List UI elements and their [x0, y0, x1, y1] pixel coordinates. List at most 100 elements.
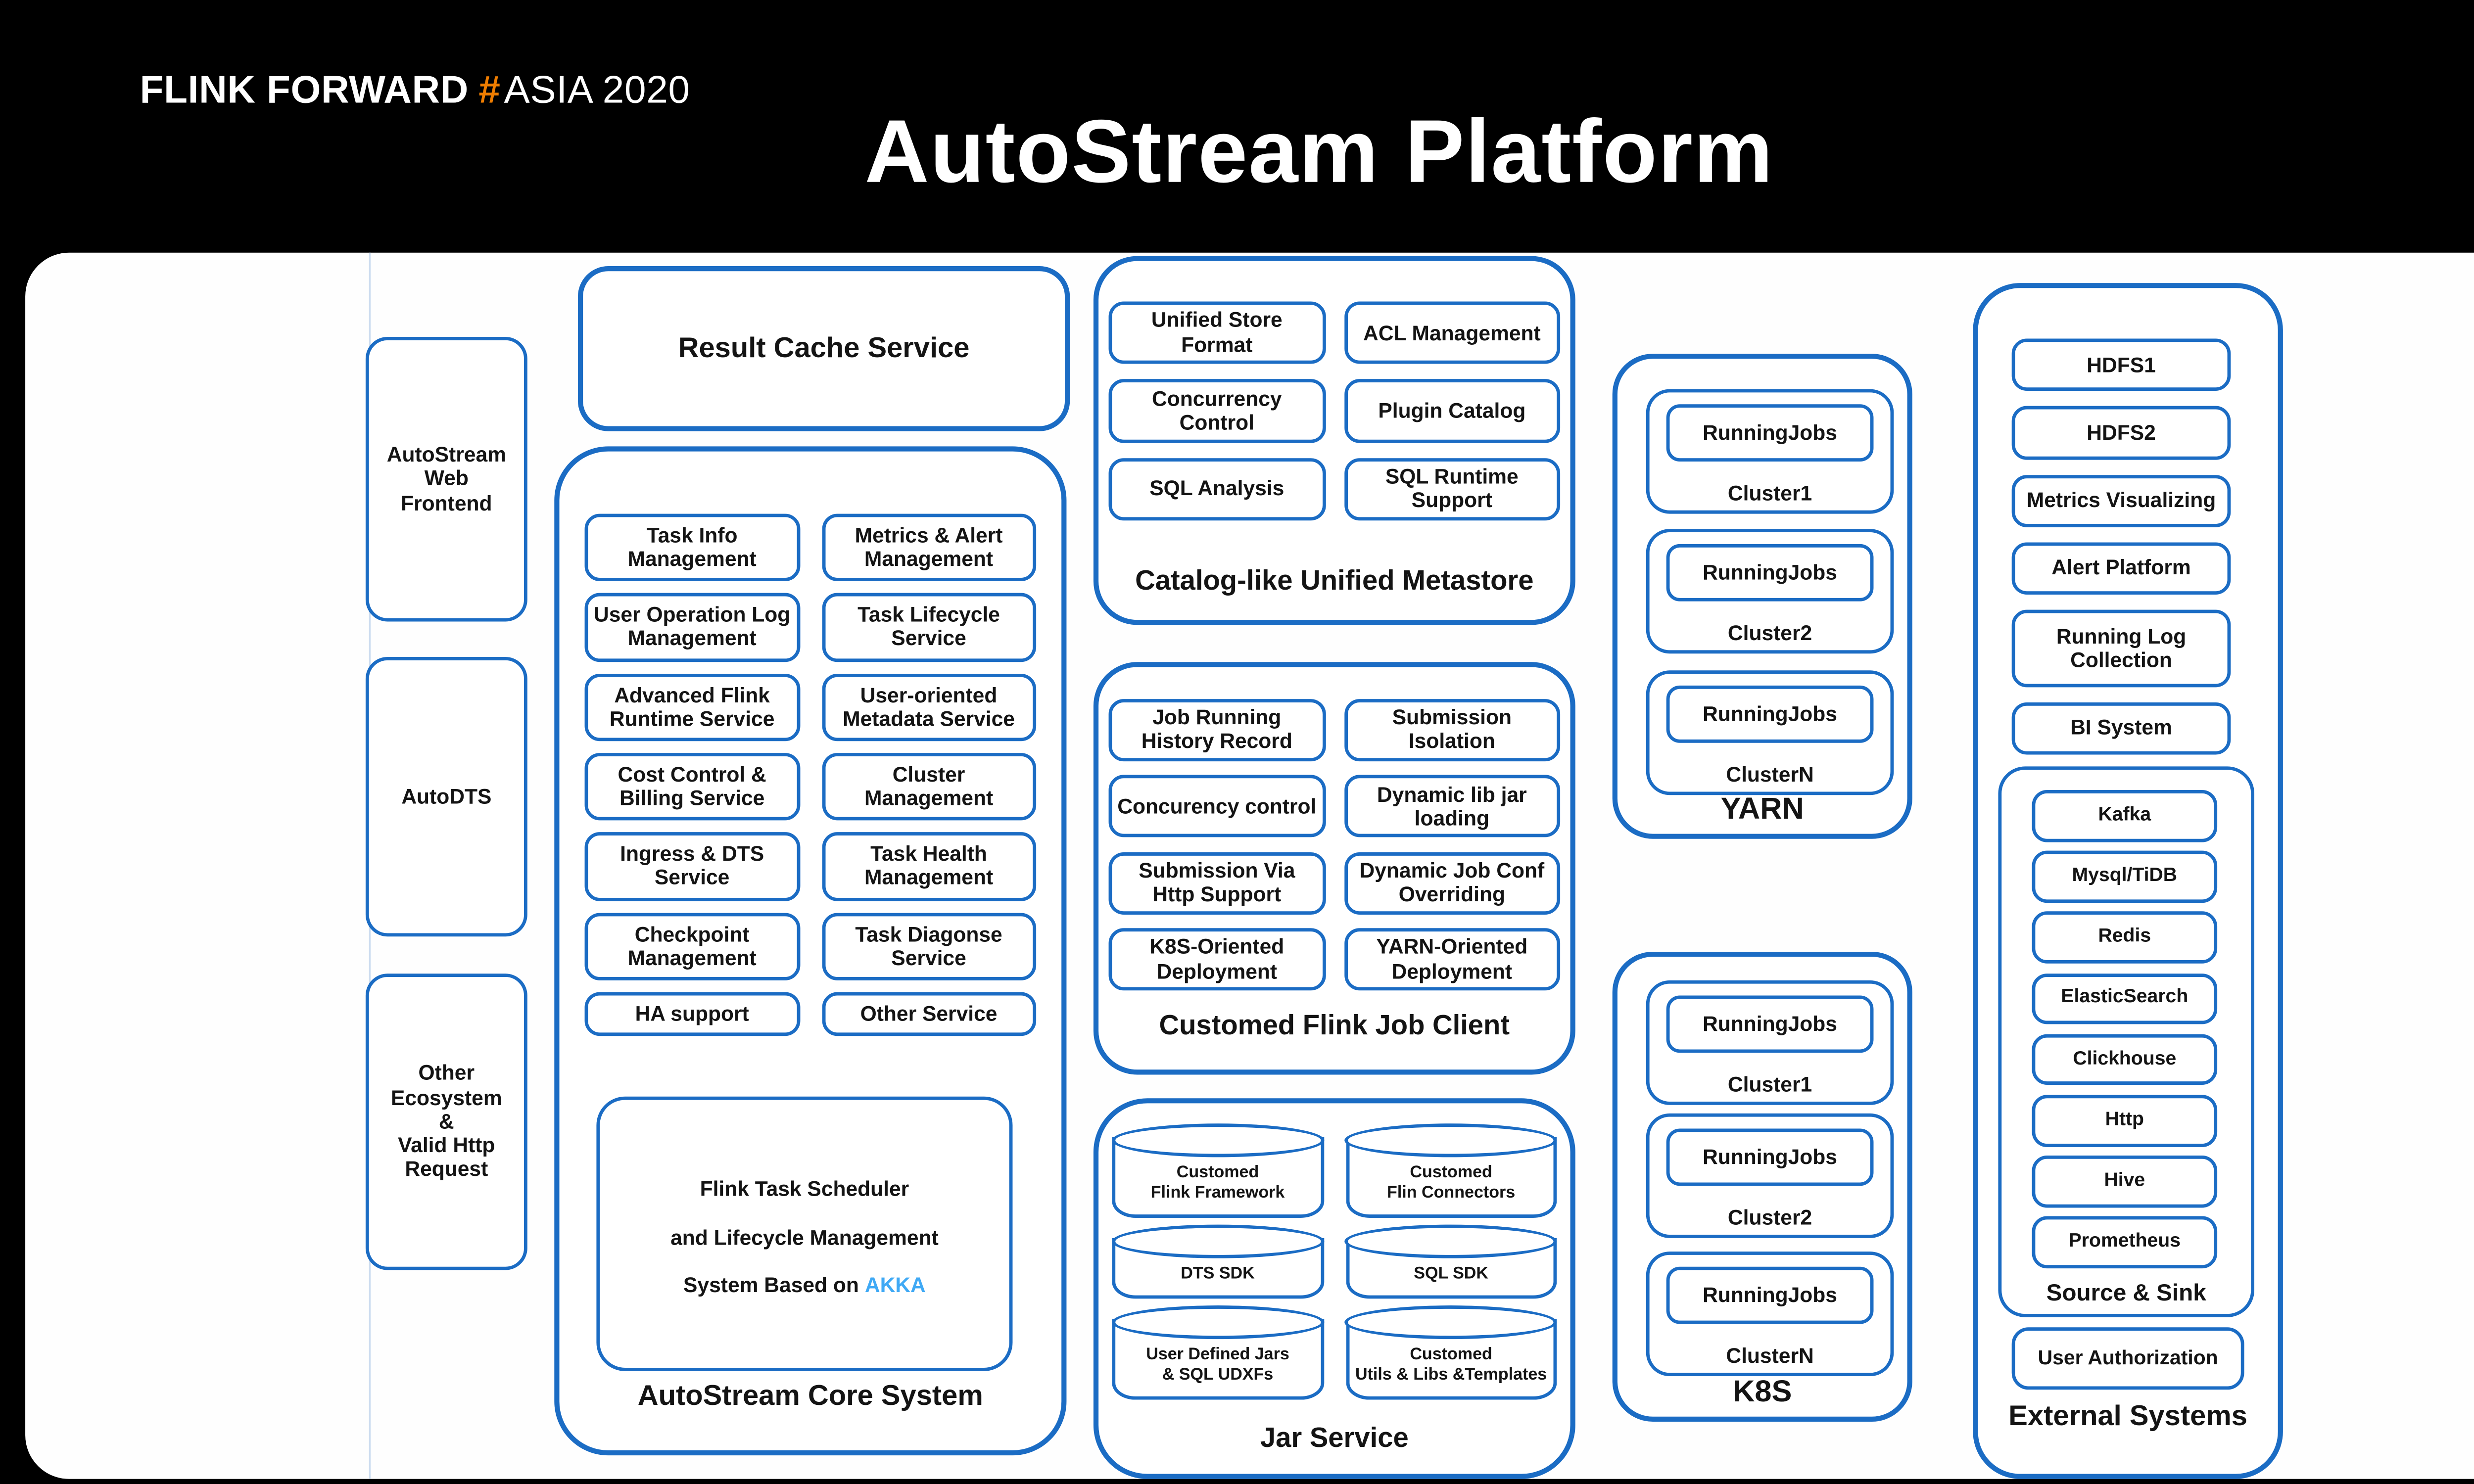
diagram-panel: AutoStream Web Frontend AutoDTS Other Ec…	[25, 252, 2474, 1479]
group-jar-service: Customed Flink Framework Customed Flin C…	[1093, 1098, 1575, 1479]
group-title-yarn: YARN	[1720, 791, 1804, 826]
service-box: User Operation Log Management	[584, 593, 800, 661]
external-system-box: HDFS2	[2011, 406, 2231, 460]
source-sink-box: Prometheus	[2032, 1216, 2218, 1269]
group-autostream-core-system: Task Info Management Metrics & Alert Man…	[554, 446, 1067, 1456]
flink-forward-logo: FLINK FORWARD#ASIA 2020	[140, 67, 690, 113]
service-box: Concurrency Control	[1108, 379, 1326, 443]
box-autodts: AutoDTS	[365, 657, 527, 937]
external-system-box: Running Log Collection	[2011, 610, 2231, 687]
scheduler-line-prefix: System Based on	[683, 1274, 859, 1298]
logo-brand: FLINK FORWARD	[140, 67, 469, 111]
yarn-cluster: RunningJobs ClusterN	[1646, 670, 1894, 795]
source-sink-box: Clickhouse	[2032, 1033, 2218, 1086]
running-jobs-box: RunningJobs	[1666, 995, 1874, 1053]
jar-store-label: SQL SDK	[1414, 1264, 1489, 1283]
jar-store-cylinder: Customed Flink Framework	[1111, 1123, 1324, 1218]
service-box: SQL Runtime Support	[1343, 458, 1561, 521]
jar-store-label: Customed Flink Framework	[1150, 1163, 1285, 1202]
running-jobs-box: RunningJobs	[1666, 1266, 1874, 1324]
service-box: Job Running History Record	[1108, 699, 1326, 761]
service-box: Ingress & DTS Service	[584, 833, 800, 901]
box-other-ecosystem: Other Ecosystem & Valid Http Request	[365, 974, 527, 1270]
service-box: YARN-Oriented Deployment	[1343, 928, 1561, 991]
source-sink-box: ElasticSearch	[2032, 973, 2218, 1025]
source-sink-box: Mysql/TiDB	[2032, 851, 2218, 903]
external-system-box: BI System	[2011, 701, 2231, 755]
jar-store-cylinder: Customed Flin Connectors	[1344, 1123, 1557, 1218]
service-box: Cluster Management	[821, 752, 1037, 821]
service-box: SQL Analysis	[1108, 458, 1326, 521]
page-title: AutoStream Platform	[864, 102, 1774, 202]
jar-store-cylinder: Customed Utils & Libs &Templates	[1344, 1305, 1557, 1400]
source-sink-list: Kafka Mysql/TiDB Redis ElasticSearch Cli…	[2032, 790, 2218, 1269]
scheduler-line: and Lifecycle Management	[670, 1226, 939, 1250]
service-box: User-oriented Metadata Service	[821, 673, 1037, 742]
service-box: Checkpoint Management	[584, 912, 800, 980]
service-box: Metrics & Alert Management	[821, 513, 1037, 582]
external-system-box: Metrics Visualizing	[2011, 474, 2231, 527]
service-box: Task Lifecycle Service	[821, 593, 1037, 661]
service-box: Advanced Flink Runtime Service	[584, 673, 800, 742]
service-box: Concurency control	[1108, 775, 1326, 838]
group-yarn: RunningJobs Cluster1 RunningJobs Cluster…	[1612, 354, 1912, 839]
service-box: K8S-Oriented Deployment	[1108, 928, 1326, 991]
cluster-name: Cluster1	[1727, 1073, 1812, 1097]
jar-store-label: Customed Utils & Libs &Templates	[1355, 1345, 1547, 1384]
scheduler-line: Flink Task Scheduler	[700, 1178, 909, 1202]
source-sink-box: Http	[2032, 1095, 2218, 1147]
source-sink-box: Hive	[2032, 1156, 2218, 1207]
service-box: Task Diagonse Service	[821, 912, 1037, 980]
cluster-name: Cluster2	[1727, 621, 1812, 646]
box-flink-task-scheduler: Flink Task Scheduler and Lifecycle Manag…	[596, 1096, 1013, 1371]
jar-service-grid: Customed Flink Framework Customed Flin C…	[1111, 1123, 1557, 1400]
group-k8s: RunningJobs Cluster1 RunningJobs Cluster…	[1612, 951, 1912, 1422]
core-services-grid: Task Info Management Metrics & Alert Man…	[584, 513, 1037, 1036]
external-system-box: Alert Platform	[2011, 542, 2231, 595]
logo-hash-icon: #	[478, 67, 501, 111]
cluster-name: Cluster1	[1727, 481, 1812, 506]
external-systems-list: HDFS1 HDFS2 Metrics Visualizing Alert Pl…	[2011, 338, 2231, 755]
jar-store-cylinder: User Defined Jars & SQL UDXFs	[1111, 1305, 1324, 1400]
group-title-source-sink: Source & Sink	[2046, 1278, 2206, 1306]
running-jobs-box: RunningJobs	[1666, 1128, 1874, 1186]
group-metastore: Unified Store Format ACL Management Conc…	[1093, 256, 1575, 625]
running-jobs-box: RunningJobs	[1666, 685, 1874, 743]
group-title-external-systems: External Systems	[2008, 1399, 2247, 1432]
jar-store-cylinder: SQL SDK	[1344, 1224, 1557, 1299]
service-box: HA support	[584, 992, 800, 1036]
k8s-cluster: RunningJobs ClusterN	[1646, 1252, 1894, 1377]
service-box: ACL Management	[1343, 301, 1561, 365]
yarn-cluster: RunningJobs Cluster1	[1646, 389, 1894, 514]
service-box: Task Info Management	[584, 513, 800, 582]
group-source-sink: Kafka Mysql/TiDB Redis ElasticSearch Cli…	[1998, 766, 2255, 1317]
jar-store-label: Customed Flin Connectors	[1387, 1163, 1516, 1202]
logo-event: ASIA 2020	[504, 67, 690, 111]
service-box: Submission Via Http Support	[1108, 852, 1326, 914]
service-box: Dynamic lib jar loading	[1343, 775, 1561, 838]
job-client-grid: Job Running History Record Submission Is…	[1108, 699, 1561, 991]
yarn-cluster: RunningJobs Cluster2	[1646, 529, 1894, 654]
box-autostream-web-frontend: AutoStream Web Frontend	[365, 337, 527, 622]
box-result-cache-service: Result Cache Service	[577, 266, 1070, 431]
cluster-name: ClusterN	[1726, 763, 1814, 787]
jar-store-label: DTS SDK	[1181, 1264, 1255, 1283]
cluster-name: ClusterN	[1726, 1344, 1814, 1368]
k8s-cluster: RunningJobs Cluster1	[1646, 980, 1894, 1105]
group-title-k8s: K8S	[1733, 1374, 1792, 1408]
cluster-name: Cluster2	[1727, 1206, 1812, 1230]
k8s-cluster: RunningJobs Cluster2	[1646, 1113, 1894, 1238]
service-box: Dynamic Job Conf Overriding	[1343, 852, 1561, 914]
group-title-job-client: Customed Flink Job Client	[1159, 1011, 1510, 1041]
jar-store-cylinder: DTS SDK	[1111, 1224, 1324, 1299]
group-title-jar-service: Jar Service	[1260, 1423, 1409, 1454]
group-external-systems: HDFS1 HDFS2 Metrics Visualizing Alert Pl…	[1973, 283, 2283, 1479]
group-title-core-system: AutoStream Core System	[637, 1379, 983, 1412]
metastore-grid: Unified Store Format ACL Management Conc…	[1108, 301, 1561, 521]
group-title-metastore: Catalog-like Unified Metastore	[1135, 566, 1534, 597]
service-box: Other Service	[821, 992, 1037, 1036]
jar-store-label: User Defined Jars & SQL UDXFs	[1146, 1345, 1289, 1384]
service-box: Plugin Catalog	[1343, 379, 1561, 443]
